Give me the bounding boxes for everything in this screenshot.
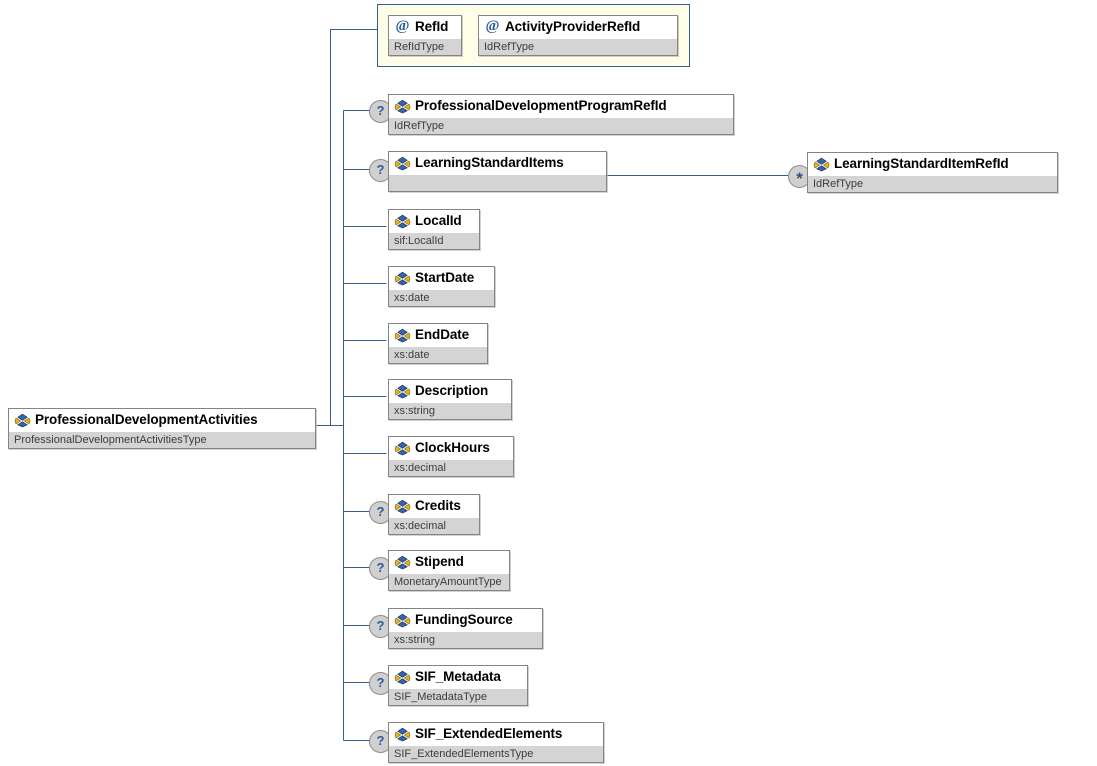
- node-type: SIF_MetadataType: [394, 691, 487, 703]
- node-enddate[interactable]: EndDate xs:date: [388, 323, 488, 364]
- node-sif-extendedelements[interactable]: SIF_ExtendedElements SIF_ExtendedElement…: [388, 722, 604, 763]
- node-title: Description: [389, 380, 511, 402]
- node-title: LearningStandardItems: [389, 152, 606, 174]
- element-icon: [394, 214, 411, 228]
- node-typeband: MonetaryAmountType: [389, 573, 509, 590]
- node-localid[interactable]: LocalId sif:LocalId: [388, 209, 480, 250]
- node-title: @ RefId: [389, 16, 461, 38]
- element-icon: [394, 499, 411, 513]
- node-title: ProfessionalDevelopmentActivities: [9, 409, 315, 431]
- node-typeband: SIF_MetadataType: [389, 688, 527, 705]
- node-type: xs:decimal: [394, 462, 446, 474]
- node-attribute-activityproviderrefid[interactable]: @ ActivityProviderRefId IdRefType: [478, 15, 678, 56]
- node-name: Description: [415, 383, 489, 398]
- node-type: xs:string: [394, 634, 435, 646]
- node-title: SIF_Metadata: [389, 666, 527, 688]
- element-icon: [394, 156, 411, 170]
- node-name: LearningStandardItemRefId: [834, 156, 1009, 171]
- node-title: Stipend: [389, 551, 509, 573]
- node-sif-metadata[interactable]: SIF_Metadata SIF_MetadataType: [388, 665, 528, 706]
- node-name: ActivityProviderRefId: [505, 19, 641, 34]
- node-name: SIF_Metadata: [415, 669, 501, 684]
- node-name: SIF_ExtendedElements: [415, 726, 563, 741]
- node-type: IdRefType: [813, 178, 864, 190]
- element-icon: [394, 99, 411, 113]
- node-name: EndDate: [415, 327, 470, 342]
- node-description[interactable]: Description xs:string: [388, 379, 512, 420]
- node-name: FundingSource: [415, 612, 513, 627]
- node-title: LocalId: [389, 210, 479, 232]
- node-type: IdRefType: [484, 41, 535, 53]
- node-type: IdRefType: [394, 120, 445, 132]
- element-icon: [394, 613, 411, 627]
- node-title: @ ActivityProviderRefId: [479, 16, 677, 38]
- node-typeband: SIF_ExtendedElementsType: [389, 745, 603, 762]
- attribute-icon: @: [485, 18, 500, 34]
- node-typeband: IdRefType: [389, 117, 733, 134]
- node-type: RefIdType: [394, 41, 445, 53]
- element-icon: [394, 328, 411, 342]
- node-typeband: xs:string: [389, 631, 542, 648]
- node-title: ClockHours: [389, 437, 513, 459]
- occurrence-optional-marker: ?: [369, 159, 392, 182]
- node-typeband: xs:decimal: [389, 517, 479, 534]
- node-title: FundingSource: [389, 609, 542, 631]
- element-icon: [394, 441, 411, 455]
- node-startdate[interactable]: StartDate xs:date: [388, 266, 495, 307]
- node-name: LocalId: [415, 213, 462, 228]
- node-typeband: RefIdType: [389, 38, 461, 55]
- node-root[interactable]: ProfessionalDevelopmentActivities Profes…: [8, 408, 316, 449]
- node-title: ProfessionalDevelopmentProgramRefId: [389, 95, 733, 117]
- node-name: LearningStandardItems: [415, 155, 564, 170]
- element-icon: [394, 384, 411, 398]
- node-typeband: IdRefType: [808, 175, 1057, 192]
- element-icon: [394, 727, 411, 741]
- node-title: LearningStandardItemRefId: [808, 153, 1057, 175]
- node-fundingsource[interactable]: FundingSource xs:string: [388, 608, 543, 649]
- node-title: Credits: [389, 495, 479, 517]
- occurrence-optional-marker: ?: [369, 557, 392, 580]
- node-type: xs:string: [394, 405, 435, 417]
- node-type: MonetaryAmountType: [394, 576, 502, 588]
- node-name: ProfessionalDevelopmentActivities: [35, 412, 258, 427]
- node-type: ProfessionalDevelopmentActivitiesType: [14, 434, 207, 446]
- element-icon: [394, 555, 411, 569]
- node-type: sif:LocalId: [394, 235, 444, 247]
- node-credits[interactable]: Credits xs:decimal: [388, 494, 480, 535]
- node-title: EndDate: [389, 324, 487, 346]
- node-name: ProfessionalDevelopmentProgramRefId: [415, 98, 667, 113]
- node-learningstandarditemrefid[interactable]: LearningStandardItemRefId IdRefType: [807, 152, 1058, 193]
- node-type: xs:date: [394, 292, 430, 304]
- node-name: Stipend: [415, 554, 464, 569]
- node-professionaldevelopmentprogramrefid[interactable]: ProfessionalDevelopmentProgramRefId IdRe…: [388, 94, 734, 135]
- node-typeband: xs:date: [389, 289, 494, 306]
- node-typeband: xs:date: [389, 346, 487, 363]
- node-clockhours[interactable]: ClockHours xs:decimal: [388, 436, 514, 477]
- element-icon: [813, 157, 830, 171]
- node-name: ClockHours: [415, 440, 490, 455]
- node-title: SIF_ExtendedElements: [389, 723, 603, 745]
- node-name: RefId: [415, 19, 449, 34]
- node-name: StartDate: [415, 270, 475, 285]
- node-title: StartDate: [389, 267, 494, 289]
- node-typeband: sif:LocalId: [389, 232, 479, 249]
- element-icon: [394, 670, 411, 684]
- node-stipend[interactable]: Stipend MonetaryAmountType: [388, 550, 510, 591]
- element-icon: [14, 413, 31, 427]
- attribute-icon: @: [395, 18, 410, 34]
- occurrence-optional-marker: ?: [369, 672, 392, 695]
- node-name: Credits: [415, 498, 461, 513]
- node-learningstandarditems[interactable]: LearningStandardItems: [388, 151, 607, 192]
- node-typeband: IdRefType: [479, 38, 677, 55]
- node-typeband: [389, 174, 606, 191]
- node-typeband: ProfessionalDevelopmentActivitiesType: [9, 431, 315, 448]
- node-type: SIF_ExtendedElementsType: [394, 748, 534, 760]
- node-typeband: xs:decimal: [389, 459, 513, 476]
- node-type: xs:decimal: [394, 520, 446, 532]
- node-attribute-refid[interactable]: @ RefId RefIdType: [388, 15, 462, 56]
- node-type: xs:date: [394, 349, 430, 361]
- element-icon: [394, 271, 411, 285]
- node-typeband: xs:string: [389, 402, 511, 419]
